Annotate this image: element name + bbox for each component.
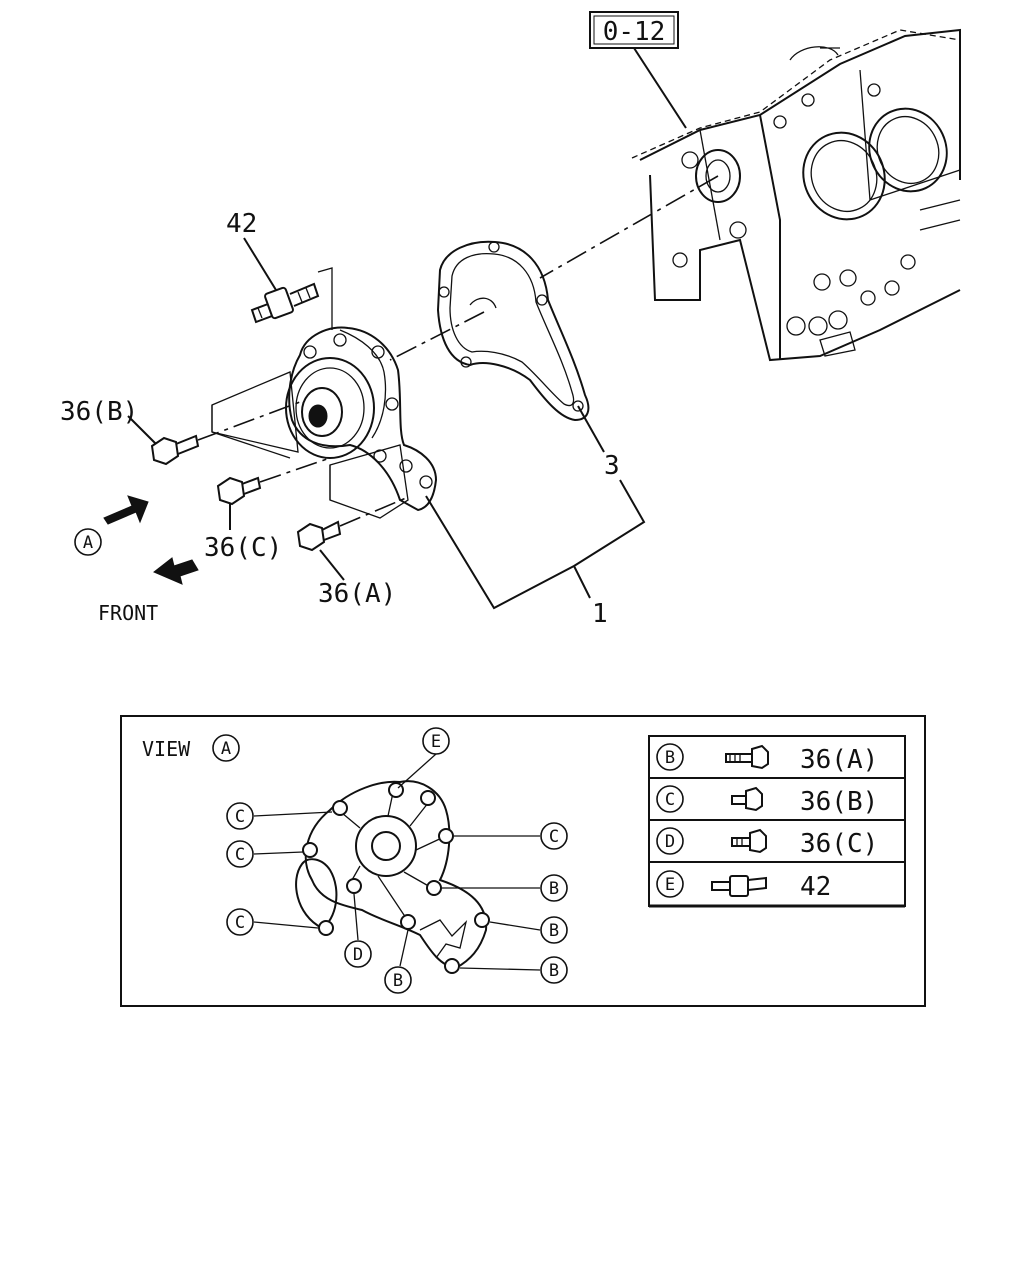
short-bolt-icon	[731, 786, 763, 812]
svg-text:C: C	[235, 913, 245, 933]
svg-text:B: B	[393, 971, 403, 991]
front-arrow	[153, 557, 199, 585]
view-title-marker-letter: A	[221, 739, 231, 759]
bolt-36b-drawing	[150, 434, 200, 466]
legend-row-1-letter: B	[665, 748, 675, 768]
view-a-marker[interactable]: A	[74, 528, 102, 556]
engine-block-drawing	[631, 28, 961, 362]
long-bolt-icon	[725, 744, 769, 770]
callout-1[interactable]: 1	[592, 599, 608, 629]
detail-label-c-lower[interactable]: C	[226, 908, 254, 936]
detail-label-b-1[interactable]: B	[540, 874, 568, 902]
legend-row-3-part: 36(C)	[800, 829, 878, 859]
detail-label-d[interactable]: D	[344, 940, 372, 968]
view-a-marker-letter: A	[83, 533, 93, 553]
detail-label-c-right[interactable]: C	[540, 822, 568, 850]
reference-box[interactable]: 0-12	[589, 11, 679, 49]
axis-line-gasket	[389, 311, 485, 361]
legend-row-4-part: 42	[800, 872, 831, 902]
legend-row-1[interactable]: B 36(A)	[656, 743, 878, 775]
axis-36c	[259, 457, 331, 483]
detail-label-c-upper[interactable]: C	[226, 802, 254, 830]
leader-36b	[127, 415, 157, 445]
gasket-drawing	[436, 240, 590, 422]
callout-42[interactable]: 42	[226, 209, 257, 239]
svg-text:C: C	[235, 845, 245, 865]
bolt-36c-drawing	[216, 476, 262, 506]
legend-table	[648, 735, 906, 908]
front-label: FRONT	[98, 601, 158, 625]
callout-3[interactable]: 3	[604, 451, 620, 481]
reference-leader	[633, 47, 687, 129]
view-title: VIEW	[142, 737, 191, 761]
legend-row-3[interactable]: D 36(C)	[656, 827, 878, 859]
svg-text:C: C	[549, 827, 559, 847]
detail-label-e[interactable]: E	[422, 727, 450, 755]
leader-36a	[319, 549, 345, 581]
callout-36a[interactable]: 36(A)	[318, 579, 396, 609]
legend-row-1-part: 36(A)	[800, 745, 878, 775]
detail-label-c-middle[interactable]: C	[226, 840, 254, 868]
svg-text:D: D	[353, 945, 363, 965]
pump-face-drawing	[295, 780, 490, 974]
detail-label-b-4[interactable]: B	[384, 966, 412, 994]
axis-line-block	[539, 175, 719, 279]
reference-box-label: 0-12	[603, 17, 666, 47]
svg-text:B: B	[549, 879, 559, 899]
legend-row-2-letter: C	[665, 790, 675, 810]
legend-row-4[interactable]: E 42	[656, 870, 831, 902]
svg-text:C: C	[235, 807, 245, 827]
stud-42-drawing	[250, 282, 320, 324]
legend-row-2[interactable]: C 36(B)	[656, 785, 878, 817]
svg-text:E: E	[431, 732, 441, 752]
medium-bolt-icon	[731, 828, 767, 854]
detail-label-b-3[interactable]: B	[540, 956, 568, 984]
legend-row-2-part: 36(B)	[800, 787, 878, 817]
stud-icon	[711, 875, 767, 897]
svg-text:B: B	[549, 961, 559, 981]
view-direction-arrow	[103, 495, 149, 525]
legend-row-3-letter: D	[665, 832, 675, 852]
legend-row-4-letter: E	[665, 875, 675, 895]
leader-1	[425, 479, 646, 610]
detail-leaders	[253, 753, 541, 971]
axis-36b	[197, 401, 301, 441]
view-a-panel	[120, 715, 926, 1007]
callout-36b[interactable]: 36(B)	[60, 397, 138, 427]
bolt-36a-drawing	[296, 520, 342, 552]
detail-label-b-2[interactable]: B	[540, 916, 568, 944]
leader-42	[243, 237, 277, 291]
stud-axis	[317, 267, 333, 330]
leader-3	[577, 405, 605, 453]
callout-36c[interactable]: 36(C)	[204, 533, 282, 563]
axis-36a	[339, 497, 407, 527]
svg-text:B: B	[549, 921, 559, 941]
view-title-marker: A	[212, 734, 240, 762]
